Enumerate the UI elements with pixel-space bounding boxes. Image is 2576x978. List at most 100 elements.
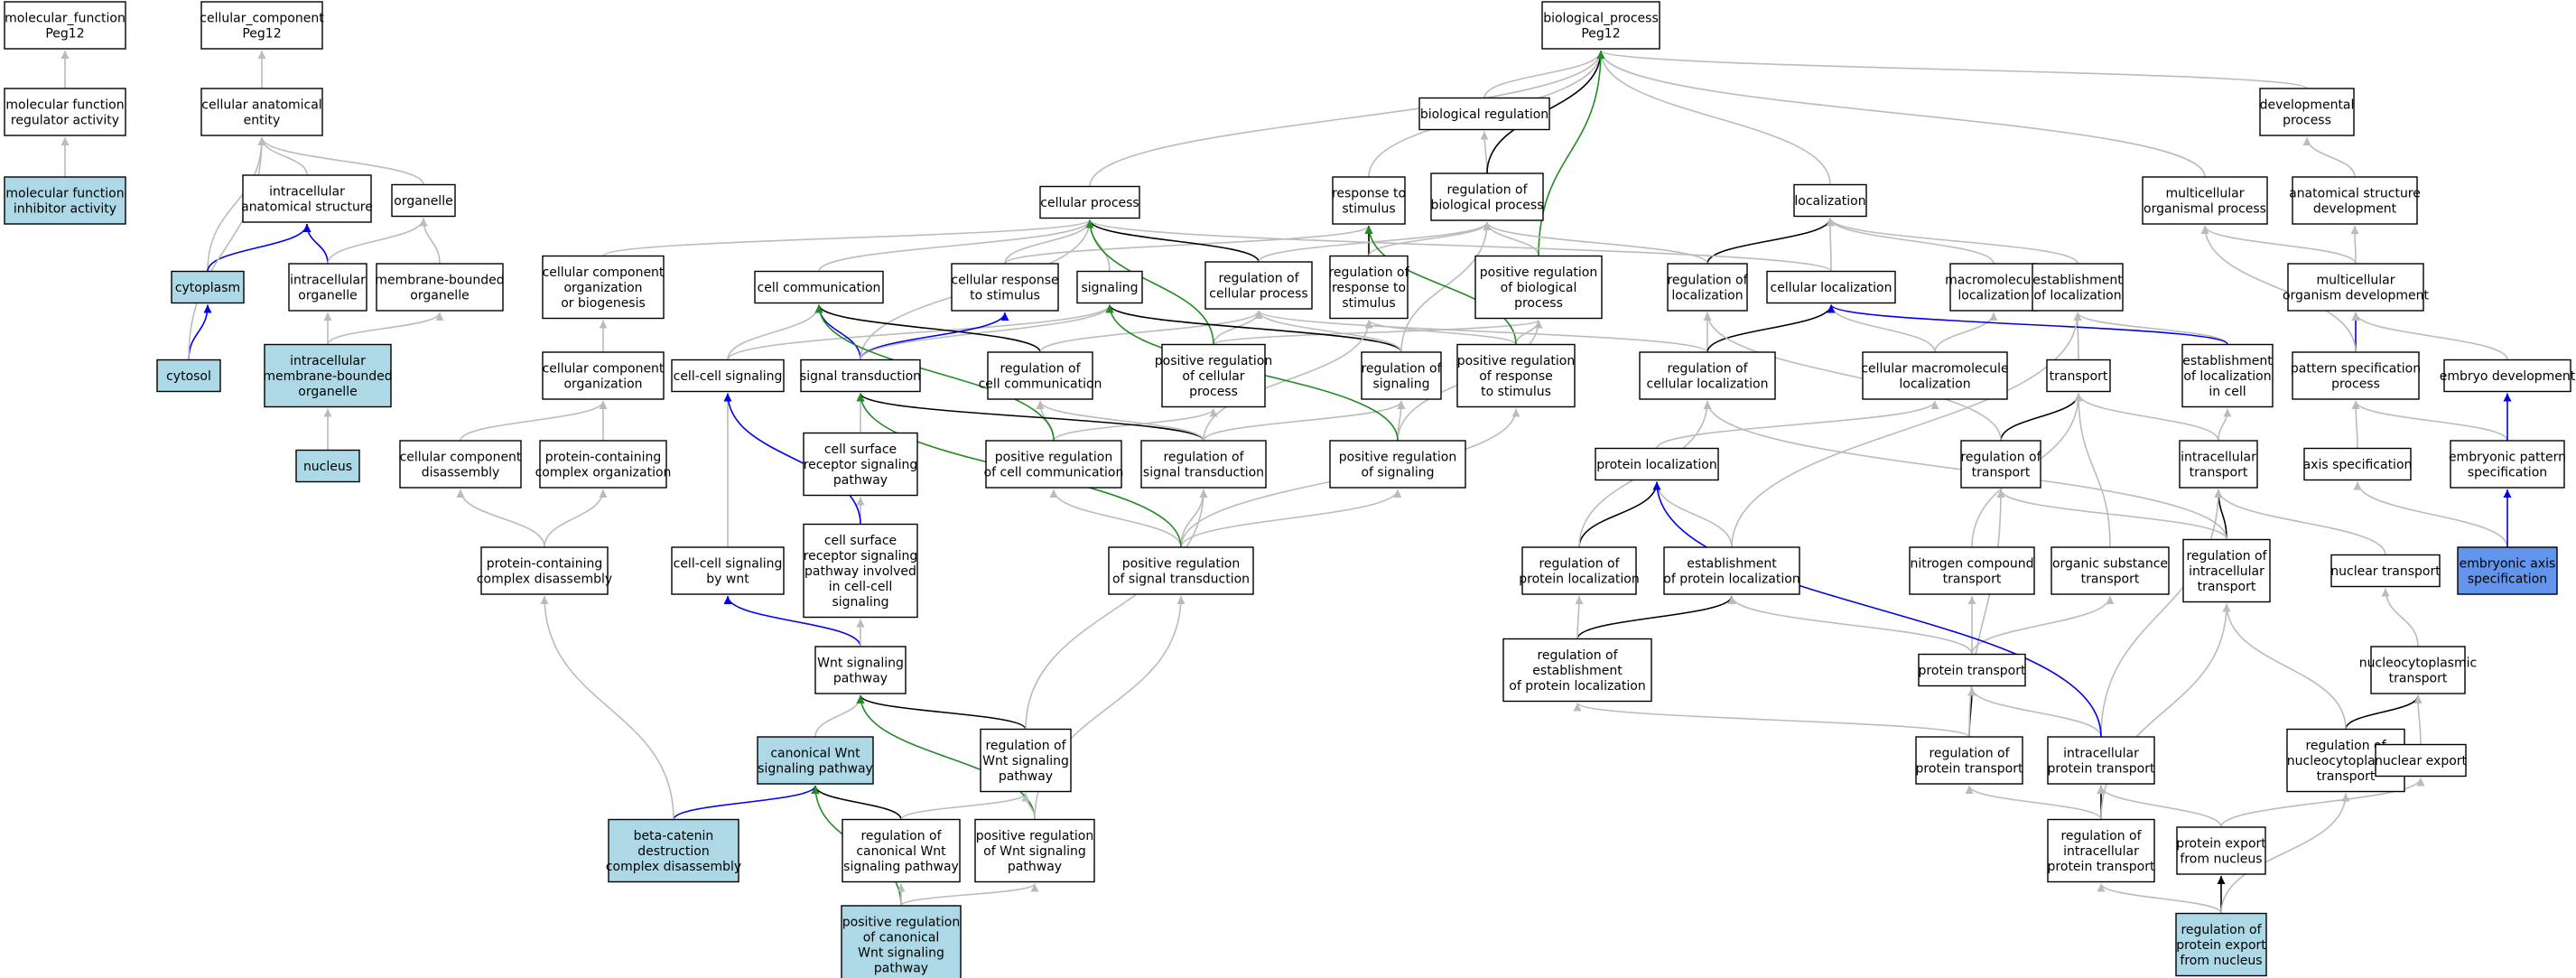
go-term-cc-signal[interactable]: cell-cell signaling (671, 359, 785, 393)
go-term-signaling[interactable]: signaling (1076, 270, 1143, 304)
node-label-line: of cellular (1182, 369, 1244, 384)
node-label-line: signaling (832, 595, 888, 610)
go-term-nuc-trans[interactable]: nuclear transport (2330, 554, 2441, 588)
go-term-cc-cytosol[interactable]: cytosol (156, 359, 221, 393)
go-term-transport[interactable]: transport (2046, 359, 2111, 393)
node-label-line: biological process (1431, 198, 1544, 212)
go-term-cell-loc[interactable]: cellular localization (1766, 270, 1896, 304)
go-term-axis-spec[interactable]: axis specification (2303, 447, 2413, 481)
go-term-prot-loc[interactable]: protein localization (1595, 447, 1719, 481)
go-term-prot-trans[interactable]: protein transport (1918, 653, 2026, 687)
go-term-cell-comm[interactable]: cell communication (754, 270, 884, 304)
node-label-line: regulation of (1000, 361, 1081, 376)
go-term-nuc-export[interactable]: nuclear export (2375, 743, 2468, 778)
go-term-cc-nucleus[interactable]: nucleus (295, 449, 360, 483)
go-term-cell-proc[interactable]: cellular process (1039, 185, 1140, 219)
edge-intra_trans-to-transport (2074, 393, 2219, 442)
go-term-sig-trans[interactable]: signal transduction (800, 359, 921, 393)
go-term-localization[interactable]: localization (1793, 183, 1867, 218)
edge-reg_wnt-to-reg_st (1025, 489, 1208, 730)
go-term-cc-cytoplasm[interactable]: cytoplasm (171, 270, 245, 304)
edge-nucleocyto-to-nuc_trans (2381, 588, 2419, 647)
go-term-bio-reg[interactable]: biological regulation (1418, 97, 1550, 131)
go-term-embryo-dev[interactable]: embryo development (2440, 359, 2576, 393)
edge-reg_wnt-to-wnt (856, 694, 1027, 730)
node-box (1140, 440, 1267, 489)
node-box (1474, 255, 1603, 320)
node-label-line: cellular_component (200, 11, 324, 25)
node-label-line: transport (2198, 580, 2256, 594)
node-box (1161, 343, 1266, 408)
go-term-cc-organelle[interactable]: organelle (391, 183, 456, 218)
node-box (1039, 185, 1140, 219)
edge-cc_intra-to-cc_anat (257, 136, 308, 176)
